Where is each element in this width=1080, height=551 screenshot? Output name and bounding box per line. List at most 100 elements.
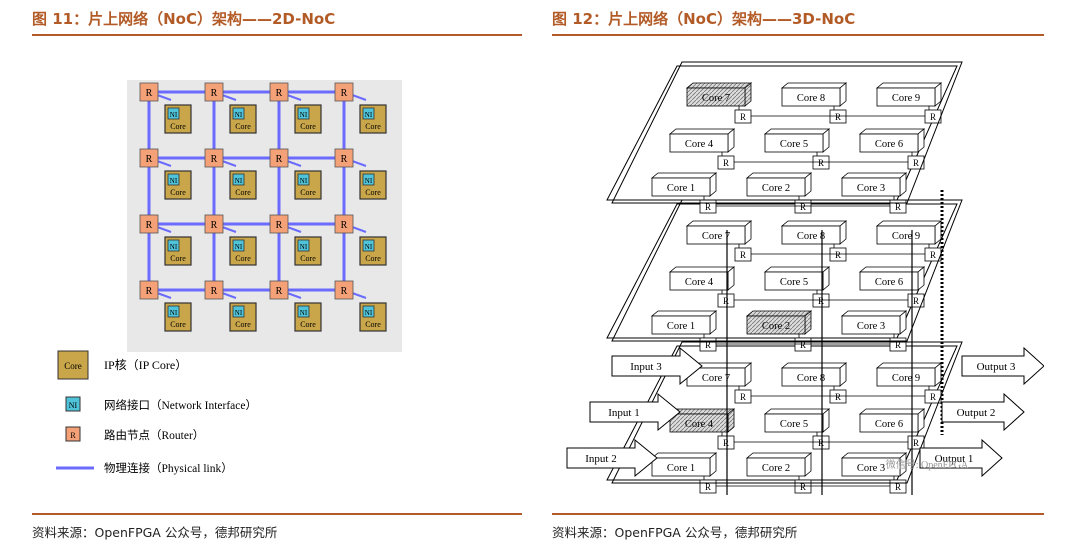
network-interface-icon xyxy=(167,173,180,186)
core-label: Core 2 xyxy=(762,183,790,194)
left-source-rule xyxy=(32,513,522,515)
core-label: Core 3 xyxy=(857,183,885,194)
core-box-top xyxy=(780,82,848,89)
core-block: Core 7R xyxy=(685,82,753,124)
noc-2d-diagram: RNICoreRNICoreRNICoreRNICoreRNICoreRNICo… xyxy=(56,80,402,475)
router-label: R xyxy=(146,88,153,99)
core-block: Core 8R xyxy=(780,220,848,262)
core-box-front xyxy=(781,225,841,245)
core-label: Core 5 xyxy=(780,139,808,150)
core-box-top xyxy=(685,220,753,227)
ni-label: NI xyxy=(170,243,178,251)
core-box-top xyxy=(650,310,718,317)
core-label: Core 2 xyxy=(762,463,790,474)
router-label: R xyxy=(705,340,711,350)
router-icon xyxy=(269,280,289,300)
router-label: R xyxy=(276,220,283,231)
output-arrow: Output 3 xyxy=(961,346,1044,386)
core-block: Core 3R xyxy=(840,452,908,494)
ni-label: NI xyxy=(170,309,178,317)
core-label: Core xyxy=(235,320,251,329)
core-label: Core xyxy=(365,122,381,131)
router-icon xyxy=(334,214,354,234)
router-icon xyxy=(734,247,752,262)
core-box-top xyxy=(875,362,943,369)
router-label: R xyxy=(835,392,841,402)
router-label: R xyxy=(341,154,348,165)
input-arrow: Input 2 xyxy=(566,438,658,478)
core-label: Core xyxy=(235,188,251,197)
network-interface-icon xyxy=(167,107,180,120)
core-label: Core xyxy=(365,188,381,197)
core-block: Core 3R xyxy=(840,310,908,352)
layer-outline xyxy=(611,61,963,204)
router-icon xyxy=(829,247,847,262)
router-label: R xyxy=(895,340,901,350)
router-label: R xyxy=(895,202,901,212)
core-label: Core 9 xyxy=(892,93,920,104)
core-box-front xyxy=(841,315,901,335)
core-label: Core 1 xyxy=(667,321,695,332)
core-label: Core 6 xyxy=(875,139,903,150)
network-interface-icon xyxy=(65,396,81,412)
core-label: Core 4 xyxy=(685,139,714,150)
router-label: R xyxy=(913,438,919,448)
ni-label: NI xyxy=(235,177,243,185)
input-label: Input 2 xyxy=(585,453,616,465)
router-label: R xyxy=(740,392,746,402)
core-label: Core 1 xyxy=(667,463,695,474)
arrow-shape xyxy=(611,346,703,386)
core-box-top xyxy=(875,220,943,227)
core-icon-label: Core xyxy=(64,361,82,371)
core-label: Core 4 xyxy=(685,277,714,288)
router-label: R xyxy=(211,286,218,297)
core-block: Core 7R xyxy=(685,220,753,262)
core-label: Core 2 xyxy=(762,321,790,332)
right-source-rule xyxy=(552,513,1044,515)
router-label: R xyxy=(818,296,824,306)
ni-label: NI xyxy=(300,111,308,119)
core-box-front xyxy=(686,87,746,107)
core-block: Core 1 R xyxy=(650,310,718,352)
input-arrow: Input 3 xyxy=(611,346,703,386)
core-label: Core xyxy=(300,188,316,197)
core-label: Core xyxy=(235,254,251,263)
core-box-front xyxy=(651,177,711,197)
router-label: R xyxy=(913,296,919,306)
router-icon xyxy=(139,82,159,102)
core-box-front xyxy=(686,225,746,245)
router-icon xyxy=(269,214,289,234)
router-icon xyxy=(139,214,159,234)
core-block: Core 4R xyxy=(668,408,736,450)
core-block: Core 7R xyxy=(685,362,753,404)
router-icon xyxy=(907,155,925,170)
core-block: Core 2 R xyxy=(745,310,813,352)
core-label: Core 4 xyxy=(685,419,714,430)
router-label: R xyxy=(818,438,824,448)
core-label: Core xyxy=(300,254,316,263)
core-box-front xyxy=(841,177,901,197)
core-box-top xyxy=(780,362,848,369)
router-icon xyxy=(829,109,847,124)
ni-label: NI xyxy=(235,309,243,317)
router-icon xyxy=(812,155,830,170)
ni-label: NI xyxy=(235,243,243,251)
legend-label: 网络接口（Network Interface） xyxy=(104,398,257,412)
core-box-top xyxy=(875,82,943,89)
router-icon xyxy=(334,280,354,300)
router-label: R xyxy=(800,340,806,350)
output-label: Output 2 xyxy=(957,407,996,419)
core-block: Core 1R xyxy=(650,172,718,214)
